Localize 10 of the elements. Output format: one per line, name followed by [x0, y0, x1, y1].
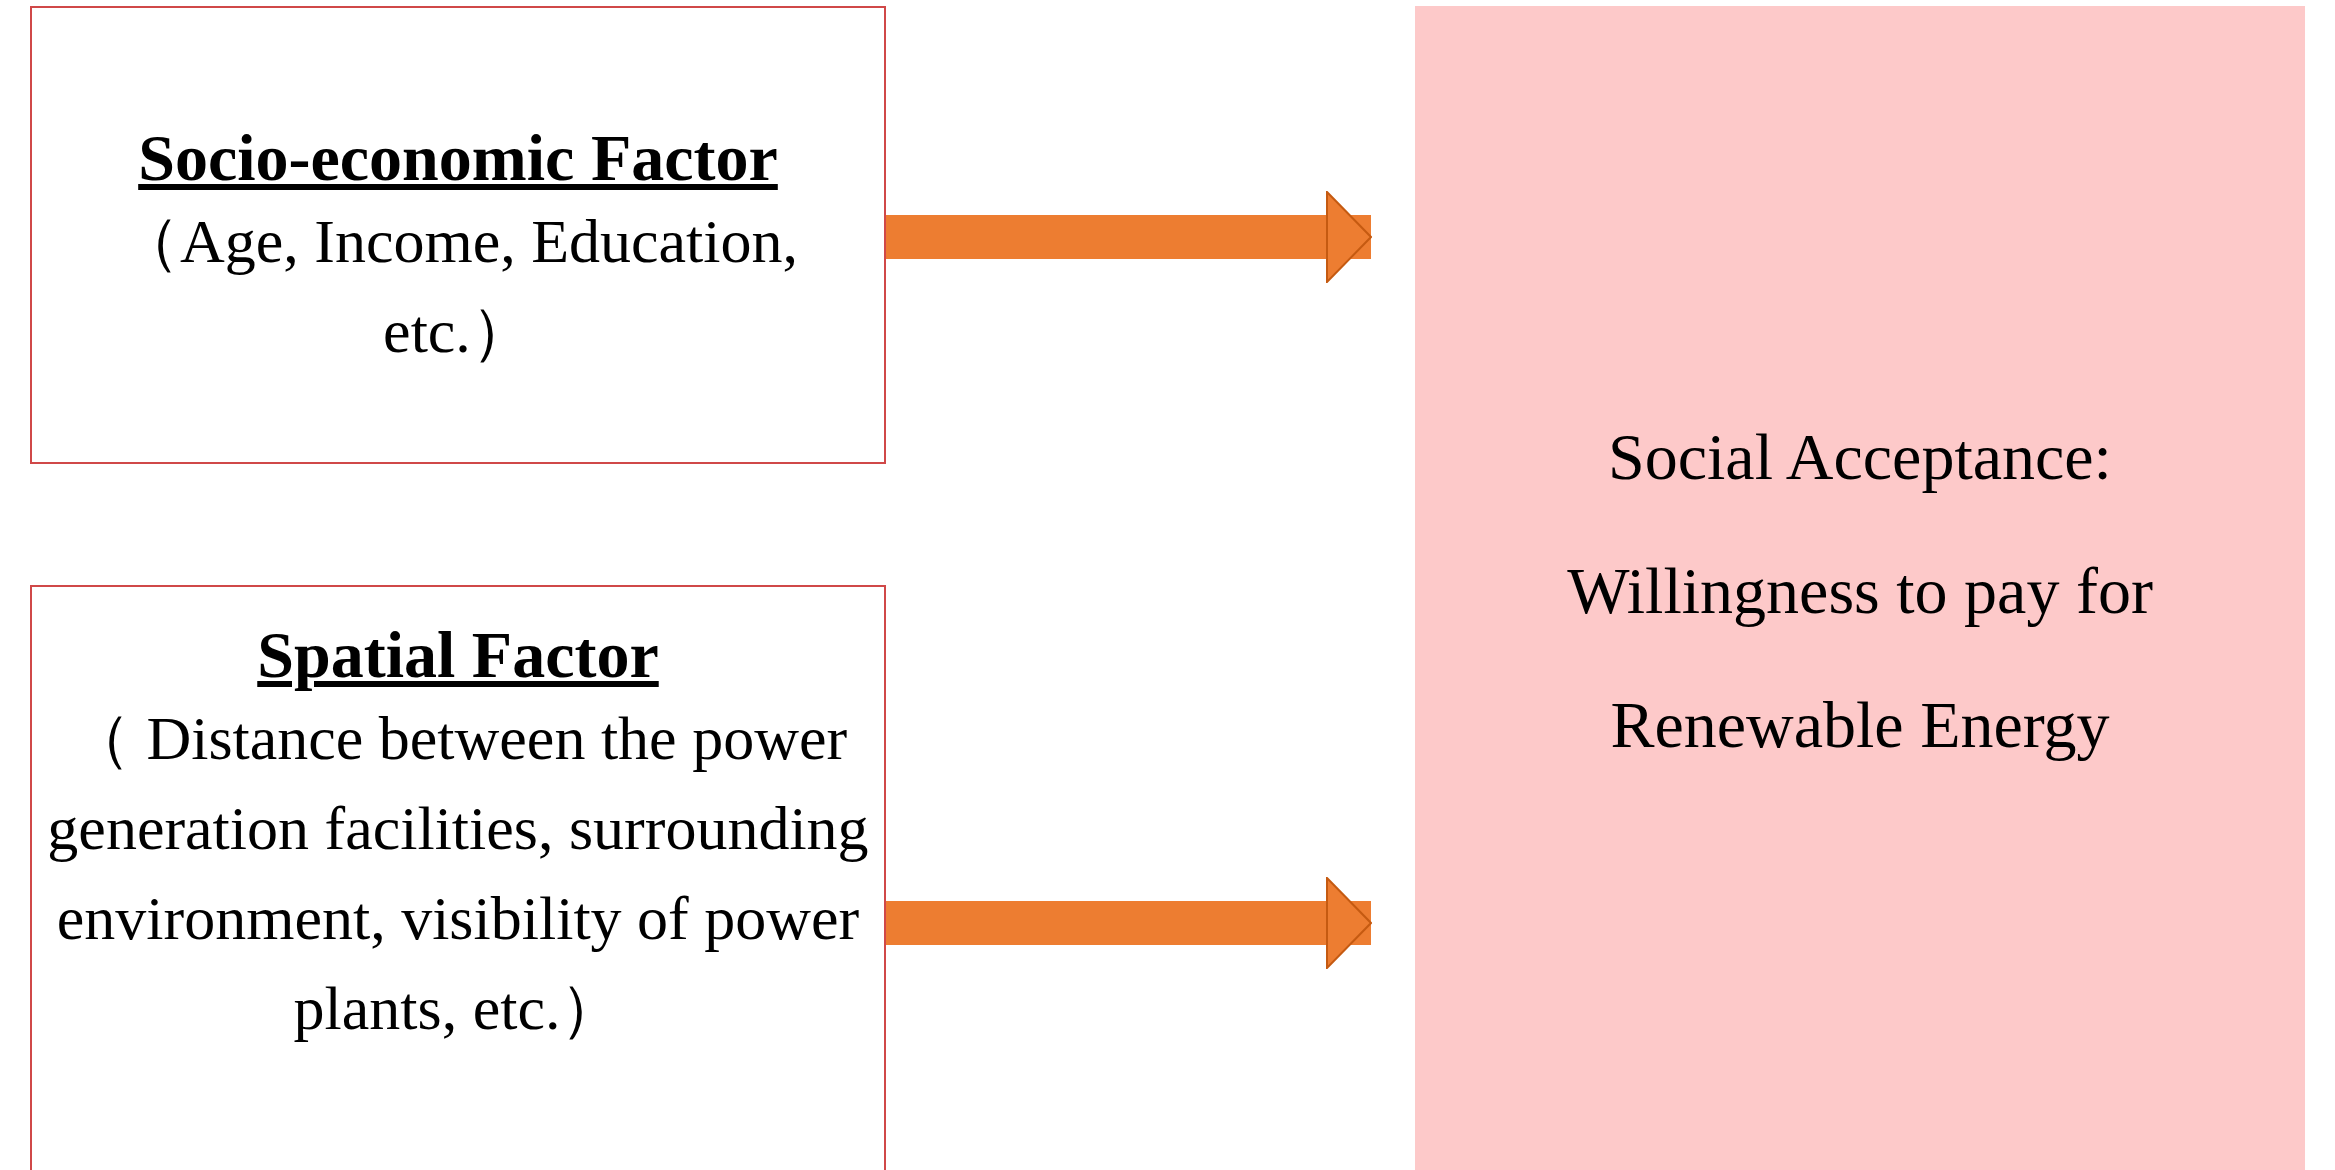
block-arrow [886, 191, 1372, 283]
factor-description: （Age, Income, Education, etc.） [116, 206, 800, 368]
outcome-text: Social Acceptance: Willingness to pay for Renewable Energy [1566, 419, 2154, 763]
factor-box [30, 585, 886, 1170]
outcome-box [1415, 6, 2305, 1170]
block-arrow [886, 877, 1372, 969]
factor-box [30, 6, 886, 464]
factor-heading: Socio-economic Factor [138, 120, 778, 196]
factor-heading: Spatial Factor [257, 617, 659, 693]
factor-description: （ Distance between the power generation facilities, surrounding environment, visibility of power plants, etc.） [46, 703, 870, 1044]
